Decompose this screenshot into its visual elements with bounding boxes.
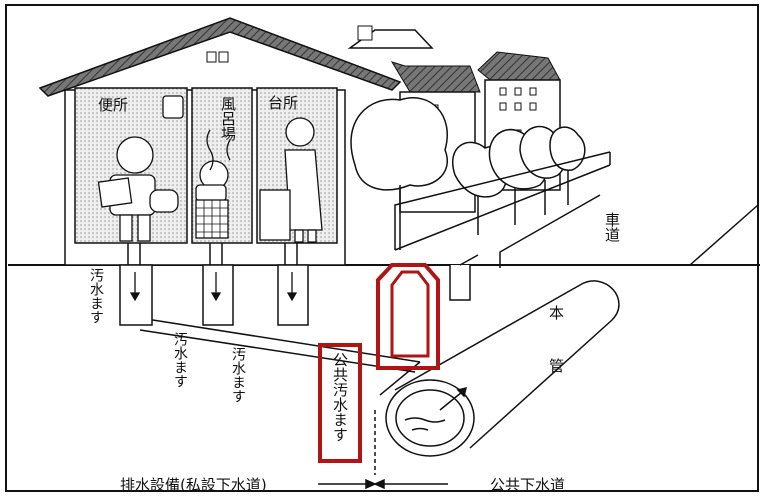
person-icon xyxy=(195,129,231,239)
label-inlet-mid: 汚水ます xyxy=(172,332,188,388)
sewer-pipe-icon xyxy=(379,280,620,457)
tree-icon xyxy=(350,97,586,250)
label-bath: 風呂場 xyxy=(219,96,237,141)
label-private-section: 排水設備(私設下水道) xyxy=(120,476,267,494)
person-icon xyxy=(259,117,323,243)
label-toilet: 便所 xyxy=(98,96,128,114)
person-icon xyxy=(97,95,184,242)
house-icon xyxy=(38,17,402,266)
garden-wall xyxy=(394,151,611,251)
public-inlet-highlight xyxy=(376,263,440,370)
label-public-inlet: 公共汚水ます xyxy=(331,352,349,442)
flow-arrows xyxy=(129,272,298,302)
label-inlet-right: 汚水ます xyxy=(230,347,246,403)
label-kitchen: 台所 xyxy=(268,94,298,112)
label-main-pipe: 本管 xyxy=(547,305,565,411)
section-divider xyxy=(318,410,448,490)
label-public-section: 公共下水道 xyxy=(490,476,565,494)
label-inlet-left: 汚水ます xyxy=(88,268,104,324)
public-inlet-label-box xyxy=(318,343,362,463)
road-edge xyxy=(499,194,759,268)
label-road: 車道 xyxy=(603,212,621,242)
frame xyxy=(5,4,759,492)
